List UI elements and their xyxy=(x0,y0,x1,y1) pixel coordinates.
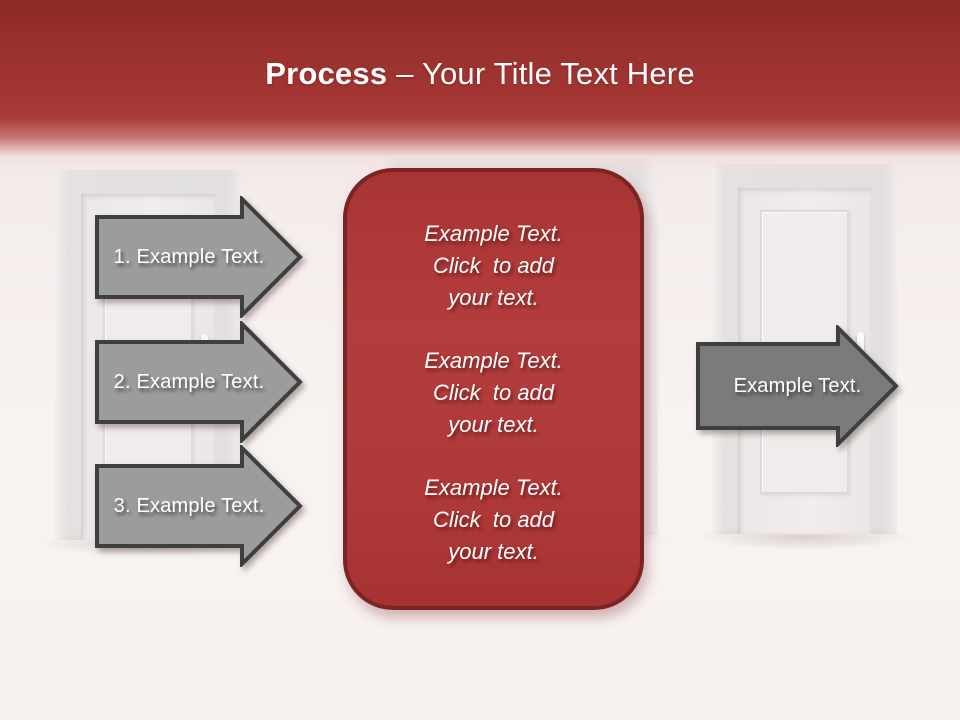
header-band xyxy=(0,0,960,172)
content-panel: Example Text. Click to add your text. Ex… xyxy=(343,168,644,610)
process-arrow-1: 1. Example Text. xyxy=(94,196,304,318)
panel-paragraph: Example Text. Click to add your text. xyxy=(424,221,563,310)
arrow-label: 2. Example Text. xyxy=(113,370,265,393)
arrow-label: Example Text. xyxy=(733,374,862,397)
result-arrow: Example Text. xyxy=(695,325,900,447)
title-rest-text: – Your Title Text Here xyxy=(396,56,695,91)
process-arrow-3: 3. Example Text. xyxy=(94,445,304,567)
slide-title: Process– Your Title Text Here xyxy=(0,56,960,92)
door-handle-icon xyxy=(857,332,864,359)
arrow-label: 3. Example Text. xyxy=(113,494,265,517)
arrow-right-icon xyxy=(95,445,303,567)
panel-paragraph: Example Text. Click to add your text. xyxy=(424,475,563,564)
process-arrow-2: 2. Example Text. xyxy=(94,321,304,443)
title-bold-text: Process xyxy=(265,56,388,91)
arrow-right-icon xyxy=(95,196,303,318)
panel-paragraph: Example Text. Click to add your text. xyxy=(424,348,563,437)
arrow-right-icon xyxy=(696,325,899,447)
arrow-right-icon xyxy=(95,321,303,443)
arrow-label: 1. Example Text. xyxy=(113,245,265,268)
